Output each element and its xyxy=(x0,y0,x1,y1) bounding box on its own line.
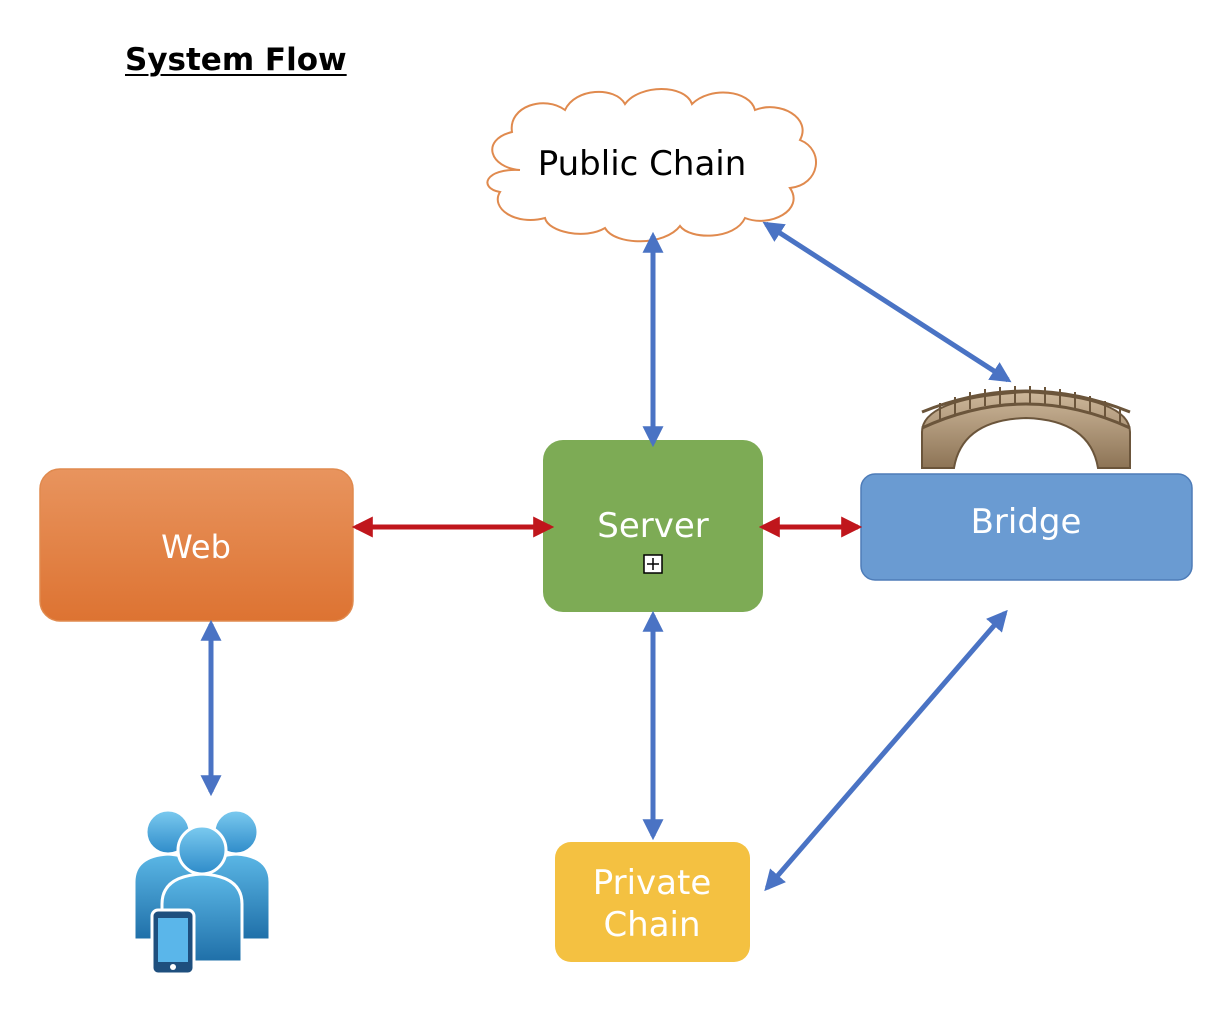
public-chain-node: Public Chain xyxy=(486,88,817,243)
connector-bridge-private xyxy=(764,609,1008,892)
connectors xyxy=(200,221,1012,892)
cloud-shape xyxy=(486,88,817,243)
bridge-label: Bridge xyxy=(971,502,1082,542)
expand-icon[interactable] xyxy=(643,554,663,574)
public-chain-label: Public Chain xyxy=(538,144,747,184)
bridge-node: Bridge xyxy=(860,473,1193,581)
connector-cloud-bridge xyxy=(762,221,1012,383)
phone-icon xyxy=(150,908,196,976)
server-node: Server xyxy=(543,440,763,612)
private-chain-label-line2: Chain xyxy=(603,905,700,945)
private-chain-label-line1: Private xyxy=(593,863,712,903)
bridge-icon xyxy=(921,386,1131,469)
web-node: Web xyxy=(39,468,354,622)
users-icon xyxy=(132,808,272,976)
private-chain-node: Private Chain xyxy=(555,842,750,962)
server-label: Server xyxy=(597,506,709,546)
diagram-title: System Flow xyxy=(125,42,347,78)
web-label: Web xyxy=(161,528,231,566)
